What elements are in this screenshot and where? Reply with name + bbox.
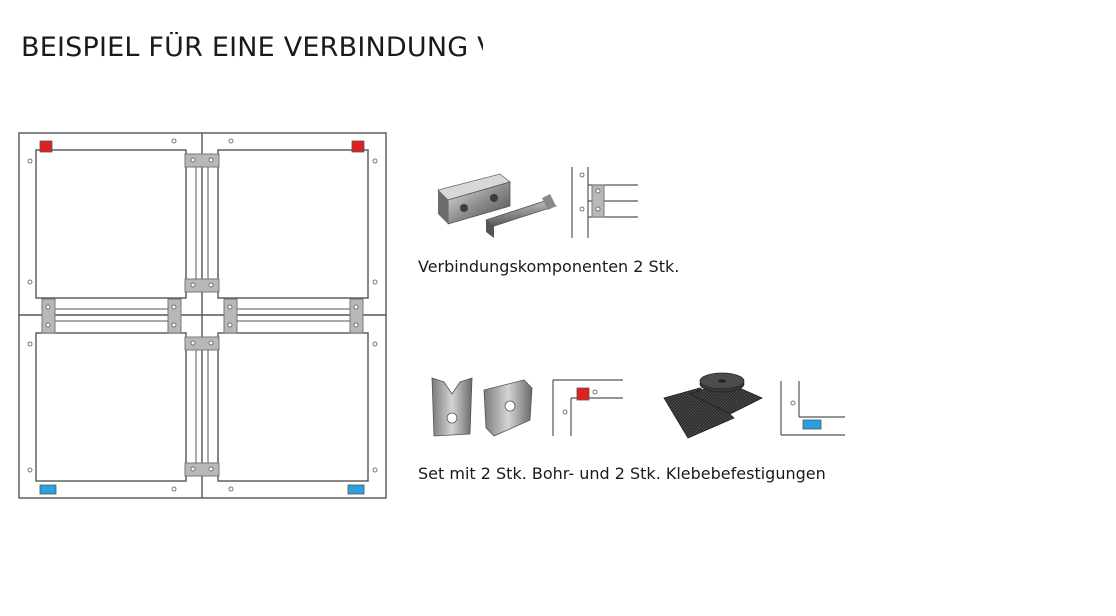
caption-connector-components: Verbindungskomponenten 2 Stk.	[418, 257, 680, 276]
connector-bracket-photo	[437, 173, 557, 238]
adhesive-fixing-detail-diagram	[780, 381, 845, 436]
caption-fixing-set: Set mit 2 Stk. Bohr- und 2 Stk. Klebebef…	[418, 464, 826, 483]
adhesive-pad-photo	[663, 372, 763, 439]
connector-detail-diagram	[571, 167, 638, 238]
panel-layout-diagram	[18, 132, 387, 499]
drill-fixing-photo	[431, 377, 533, 437]
drill-fixing-detail-diagram	[552, 379, 623, 436]
page-title: BEISPIEL FÜR EINE VERBINDUNG V	[21, 32, 483, 63]
